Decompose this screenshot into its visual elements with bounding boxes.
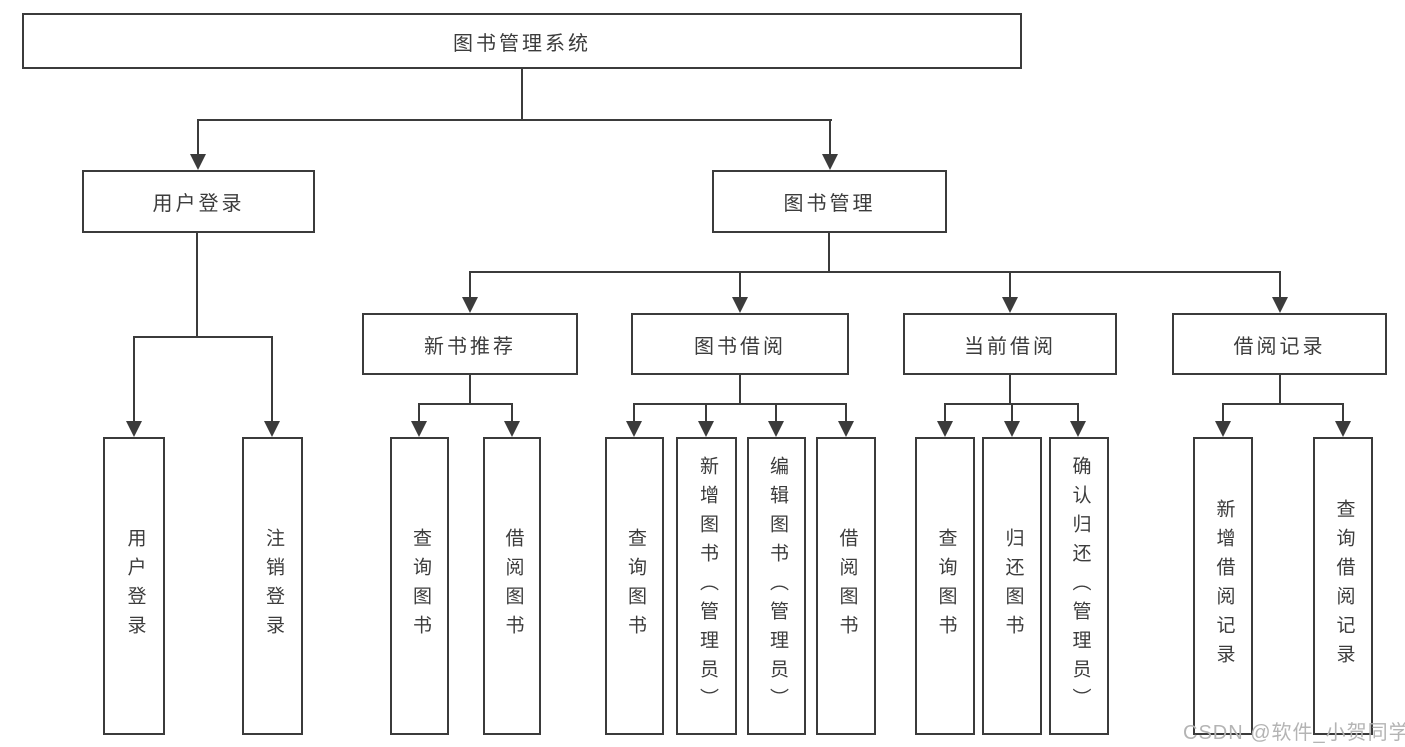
arrowhead-icon xyxy=(264,421,280,437)
connector-line xyxy=(1279,271,1281,299)
leaf-add-books-admin: 新增图书（管理员） xyxy=(676,437,737,735)
leaf-logout: 注销登录 xyxy=(242,437,303,735)
leaf-add-borrow-record: 新增借阅记录 xyxy=(1193,437,1253,735)
arrowhead-icon xyxy=(822,154,838,170)
connector-line xyxy=(828,233,830,273)
node-book-borrowing: 图书借阅 xyxy=(631,313,849,375)
connector-line xyxy=(469,271,471,299)
leaf-return-books: 归还图书 xyxy=(982,437,1042,735)
connector-line xyxy=(1222,403,1224,423)
arrowhead-icon xyxy=(1002,297,1018,313)
arrowhead-icon xyxy=(411,421,427,437)
arrowhead-icon xyxy=(626,421,642,437)
connector-line xyxy=(1011,403,1013,423)
arrowhead-icon xyxy=(698,421,714,437)
connector-line xyxy=(1077,403,1079,423)
connector-line xyxy=(197,119,199,156)
node-user-login: 用户登录 xyxy=(82,170,315,233)
connector-line xyxy=(775,403,777,423)
leaf-search-books-current: 查询图书 xyxy=(915,437,975,735)
arrowhead-icon xyxy=(937,421,953,437)
leaf-search-borrow-record: 查询借阅记录 xyxy=(1313,437,1373,735)
node-book-management: 图书管理 xyxy=(712,170,947,233)
connector-line xyxy=(739,271,741,299)
arrowhead-icon xyxy=(1272,297,1288,313)
connector-line xyxy=(829,119,831,156)
connector-line xyxy=(1223,403,1344,405)
arrowhead-icon xyxy=(838,421,854,437)
connector-line xyxy=(511,403,513,423)
connector-line xyxy=(1342,403,1344,423)
connector-line xyxy=(196,233,198,338)
leaf-borrow-books: 借阅图书 xyxy=(816,437,876,735)
arrowhead-icon xyxy=(732,297,748,313)
arrowhead-icon xyxy=(1335,421,1351,437)
connector-line xyxy=(845,403,847,423)
connector-line xyxy=(418,403,420,423)
connector-line xyxy=(469,271,1281,273)
connector-line xyxy=(705,403,707,423)
connector-line xyxy=(1279,375,1281,405)
arrowhead-icon xyxy=(768,421,784,437)
connector-line xyxy=(197,119,832,121)
watermark: CSDN @软件_小贺同学 xyxy=(1183,722,1405,744)
connector-line xyxy=(469,375,471,405)
connector-line xyxy=(419,403,513,405)
arrowhead-icon xyxy=(504,421,520,437)
connector-line xyxy=(1009,271,1011,299)
arrowhead-icon xyxy=(1004,421,1020,437)
leaf-search-books-recommend: 查询图书 xyxy=(390,437,449,735)
leaf-borrow-books-recommend: 借阅图书 xyxy=(483,437,541,735)
node-current-borrowing: 当前借阅 xyxy=(903,313,1117,375)
connector-line xyxy=(133,336,273,338)
leaf-edit-books-admin: 编辑图书（管理员） xyxy=(747,437,806,735)
connector-line xyxy=(133,336,135,423)
connector-line xyxy=(633,403,635,423)
leaf-confirm-return-admin: 确认归还（管理员） xyxy=(1049,437,1109,735)
connector-line xyxy=(739,375,741,405)
arrowhead-icon xyxy=(462,297,478,313)
arrowhead-icon xyxy=(190,154,206,170)
connector-line xyxy=(271,336,273,423)
arrowhead-icon xyxy=(126,421,142,437)
connector-line xyxy=(634,403,846,405)
connector-line xyxy=(944,403,946,423)
node-new-book-recommendation: 新书推荐 xyxy=(362,313,578,375)
leaf-search-books-borrowing: 查询图书 xyxy=(605,437,664,735)
leaf-user-login: 用户登录 xyxy=(103,437,165,735)
arrowhead-icon xyxy=(1215,421,1231,437)
node-borrowing-records: 借阅记录 xyxy=(1172,313,1387,375)
connector-line xyxy=(521,68,523,120)
arrowhead-icon xyxy=(1070,421,1086,437)
connector-line xyxy=(1009,375,1011,405)
node-library-management-system: 图书管理系统 xyxy=(22,13,1022,69)
